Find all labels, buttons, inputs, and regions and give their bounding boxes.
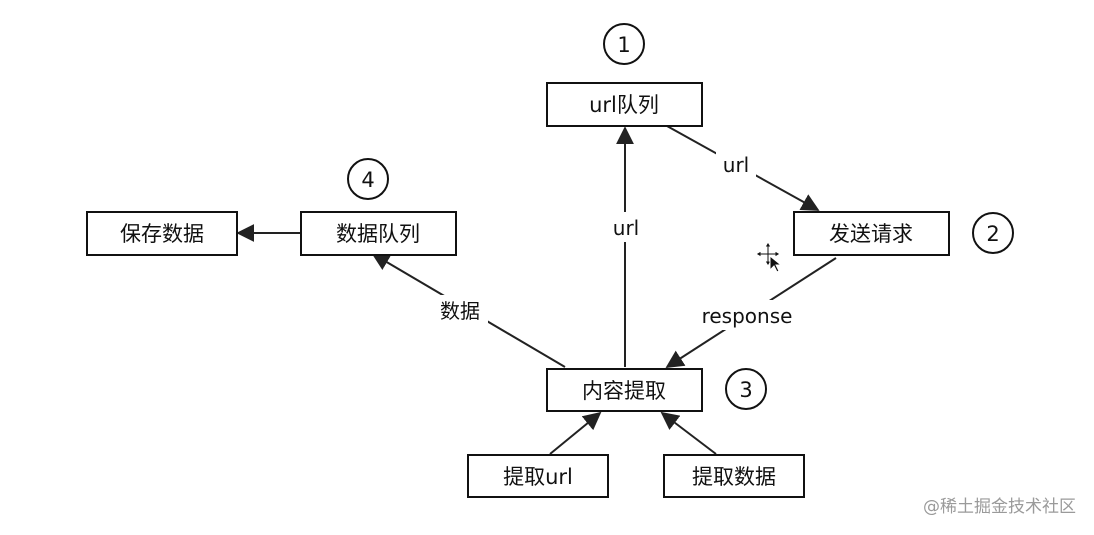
- edge-extract-data-to-content-extract: [660, 411, 717, 455]
- edge-labels: url url response 数据: [432, 150, 802, 330]
- step-badge-1: 1: [603, 23, 645, 65]
- node-extract-data: 提取数据: [663, 454, 805, 498]
- edges: [236, 125, 837, 455]
- step-badge-2: 2: [972, 212, 1014, 254]
- node-content-extract: 内容提取: [546, 368, 703, 412]
- move-cursor-icon: [755, 241, 783, 273]
- edge-extract-url-to-content-extract: [549, 411, 602, 455]
- step-badge-3: 3: [725, 368, 767, 410]
- node-send-request: 发送请求: [793, 211, 950, 256]
- step-badge-4: 4: [347, 158, 389, 200]
- edge-label-url: url: [723, 153, 749, 177]
- node-extract-url: 提取url: [467, 454, 609, 498]
- step-badge-4-label: 4: [361, 168, 374, 192]
- node-extract-data-label: 提取数据: [692, 465, 776, 489]
- node-extract-url-label: 提取url: [503, 465, 573, 489]
- node-save-data-label: 保存数据: [120, 222, 204, 246]
- edge-label-data: 数据: [440, 299, 480, 323]
- node-url-queue-label: url队列: [589, 93, 659, 117]
- step-badge-3-label: 3: [739, 378, 752, 402]
- step-badge-1-label: 1: [617, 33, 630, 57]
- node-save-data: 保存数据: [86, 211, 238, 256]
- edge-label-response: response: [702, 304, 793, 328]
- step-badge-2-label: 2: [986, 222, 999, 246]
- node-data-queue-label: 数据队列: [336, 222, 420, 246]
- watermark-text: @稀土掘金技术社区: [923, 497, 1076, 517]
- node-url-queue: url队列: [546, 82, 703, 127]
- edge-label-url-vertical: url: [613, 216, 639, 240]
- node-data-queue: 数据队列: [300, 211, 457, 256]
- node-send-request-label: 发送请求: [829, 222, 913, 246]
- node-content-extract-label: 内容提取: [582, 379, 666, 403]
